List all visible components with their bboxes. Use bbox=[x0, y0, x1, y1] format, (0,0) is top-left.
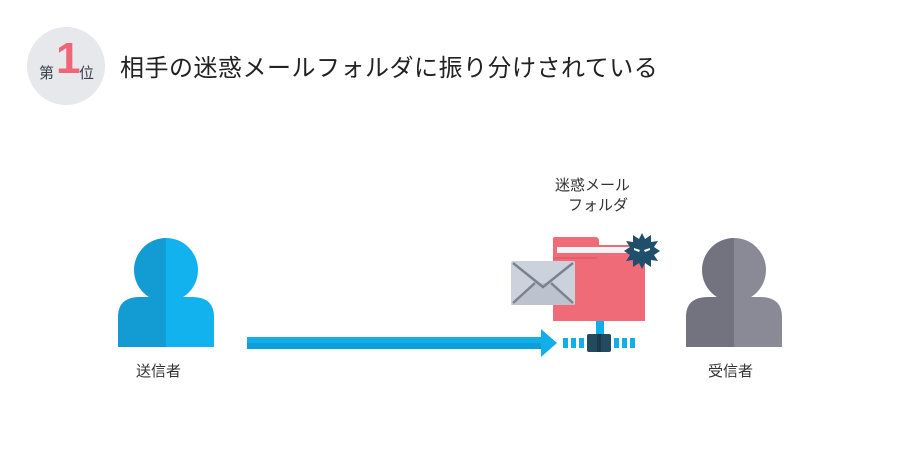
rank-suffix: 位 bbox=[79, 64, 95, 82]
envelope-icon bbox=[511, 261, 575, 305]
page-title: 相手の迷惑メールフォルダに振り分けされている bbox=[120, 54, 659, 82]
rank-prefix: 第 bbox=[39, 64, 55, 82]
rank-number: 1 bbox=[56, 34, 81, 83]
arrow-icon bbox=[247, 329, 557, 357]
spam-folder-label-line1: 迷惑メール bbox=[555, 176, 631, 194]
spam-folder-label-line2: フォルダ bbox=[568, 196, 629, 214]
network-connector-icon bbox=[563, 318, 635, 352]
spam-folder-icon bbox=[553, 237, 645, 321]
receiver-label: 受信者 bbox=[708, 362, 754, 380]
malware-icon bbox=[624, 233, 660, 269]
sender-label: 送信者 bbox=[136, 362, 182, 380]
sender-person-icon bbox=[118, 238, 214, 347]
rank-badge: 第 1 位 bbox=[27, 27, 105, 105]
receiver-person-icon bbox=[686, 238, 782, 347]
